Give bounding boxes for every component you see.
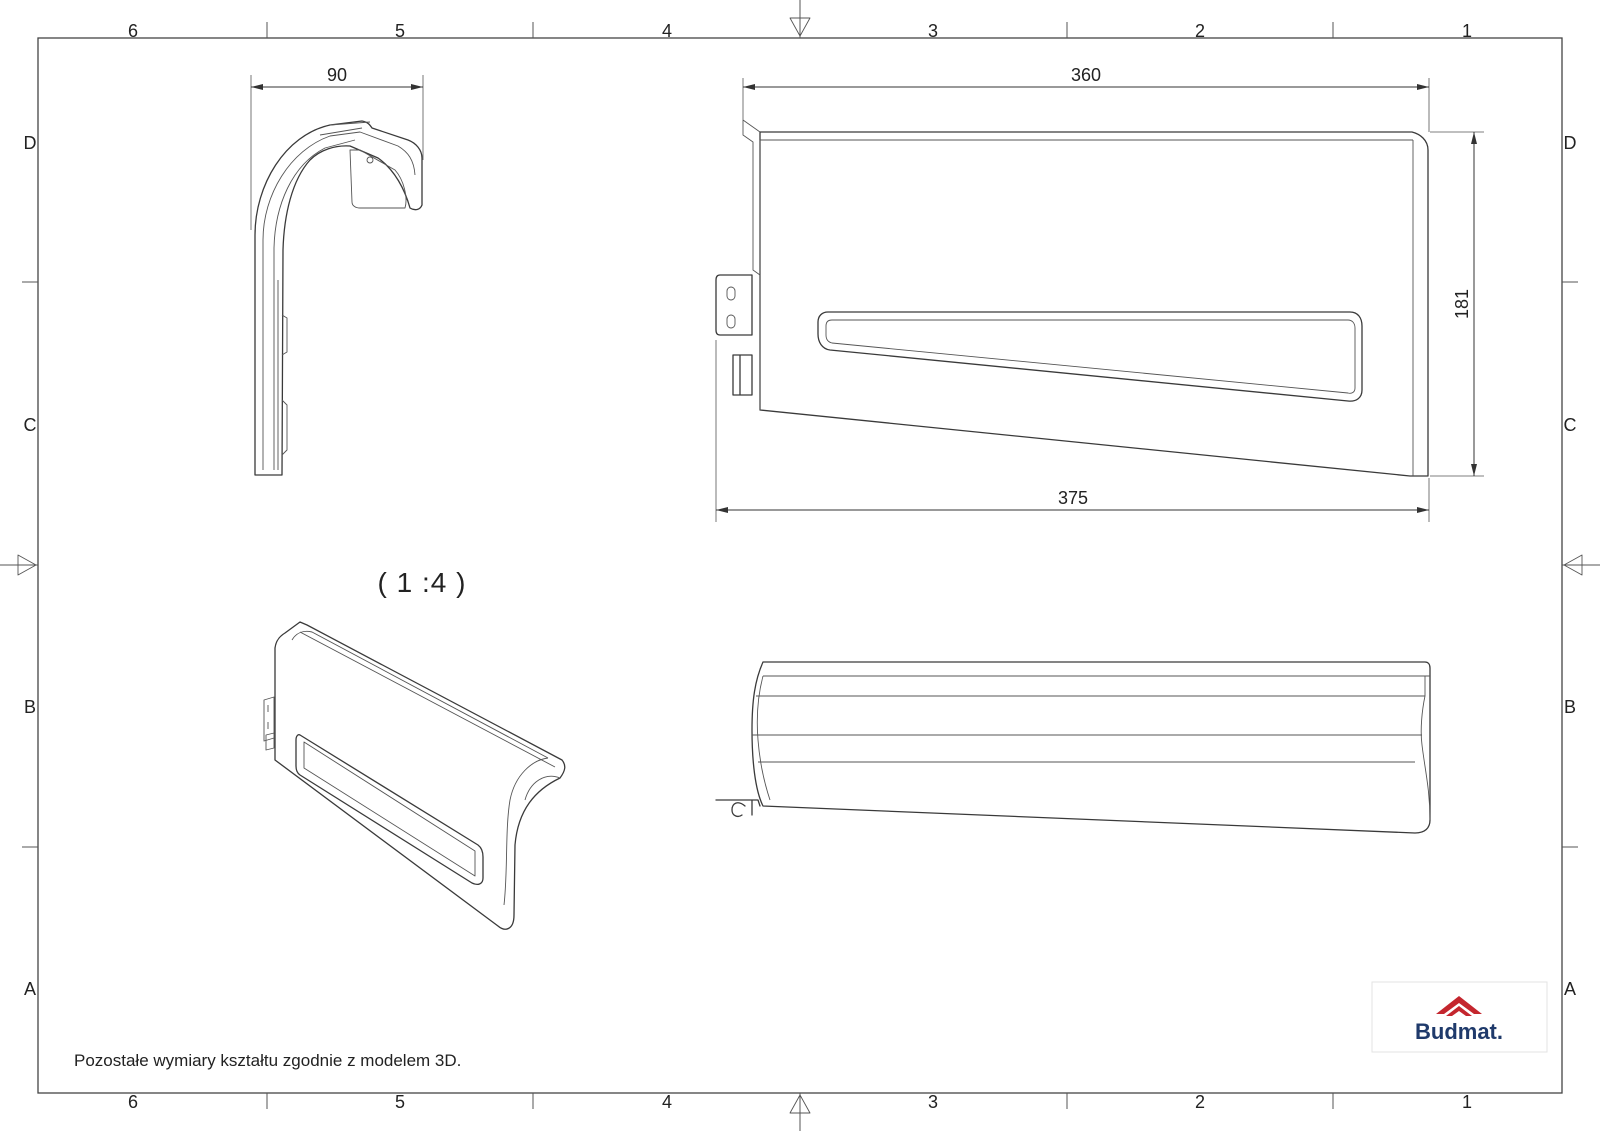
iso-outer-body <box>274 621 566 930</box>
row-label: D <box>24 133 37 153</box>
front-view-flange <box>742 119 761 410</box>
dimension-width-90: 90 <box>250 65 424 230</box>
top-view-left-curve <box>756 675 771 801</box>
col-label: 2 <box>1195 21 1205 41</box>
front-view <box>715 119 1429 477</box>
iso-curved-end <box>503 757 561 906</box>
col-label: 3 <box>928 21 938 41</box>
center-marker-right <box>1562 554 1600 576</box>
row-label: B <box>1564 697 1576 717</box>
row-label: A <box>24 979 36 999</box>
col-label: 1 <box>1462 1092 1472 1112</box>
dimension-length-360: 360 <box>742 65 1430 132</box>
scale-label: ( 1 :4 ) <box>378 567 467 598</box>
dimension-height-181: 181 <box>1430 131 1484 477</box>
dimension-label: 360 <box>1071 65 1101 85</box>
isometric-view <box>263 621 566 930</box>
front-view-slot-1 <box>726 286 736 301</box>
row-labels-right: D C B A <box>1564 133 1577 999</box>
logo-box <box>1371 981 1548 1053</box>
logo-text: Budmat. <box>1415 1019 1503 1044</box>
row-label: C <box>1564 415 1577 435</box>
front-view-slot-2 <box>726 314 736 329</box>
top-view <box>715 661 1431 834</box>
front-view-outline <box>759 131 1429 477</box>
dimension-label: 181 <box>1452 289 1472 319</box>
top-view-hook <box>715 799 761 817</box>
note-text: Pozostałe wymiary kształtu zgodnie z mod… <box>74 1051 461 1070</box>
center-marker-top <box>789 0 811 38</box>
col-label: 5 <box>395 21 405 41</box>
triangle-left-icon <box>1563 554 1583 576</box>
side-view-inner-profile <box>262 131 416 470</box>
col-label: 6 <box>128 1092 138 1112</box>
iso-recess <box>295 734 484 885</box>
row-labels-left: D C B A <box>24 133 37 999</box>
front-view-recess-inner <box>825 319 1356 394</box>
row-label: B <box>24 697 36 717</box>
iso-bracket <box>263 696 275 751</box>
side-view-clip <box>277 280 288 470</box>
top-view-outline <box>751 661 1431 834</box>
col-label: 3 <box>928 1092 938 1112</box>
col-label: 4 <box>662 21 672 41</box>
dimension-length-375: 375 <box>715 340 1430 522</box>
col-label: 2 <box>1195 1092 1205 1112</box>
col-label: 5 <box>395 1092 405 1112</box>
column-labels-top: 6 5 4 3 2 1 <box>128 21 1472 41</box>
dimension-label: 375 <box>1058 488 1088 508</box>
front-view-recess-outer <box>817 311 1363 402</box>
center-marker-bottom <box>789 1093 811 1131</box>
roof-logo-icon <box>1436 996 1482 1016</box>
triangle-up-icon <box>789 1094 811 1114</box>
column-labels-bottom: 6 5 4 3 2 1 <box>128 1092 1472 1112</box>
company-logo: Budmat. <box>1371 981 1548 1053</box>
col-label: 1 <box>1462 21 1472 41</box>
iso-recess-inner <box>303 741 476 877</box>
iso-top-ridge <box>291 630 556 768</box>
side-view <box>254 120 423 476</box>
col-label: 4 <box>662 1092 672 1112</box>
front-view-tab <box>732 354 753 396</box>
side-view-pocket <box>349 149 407 209</box>
center-marker-left <box>0 554 38 576</box>
row-label: D <box>1564 133 1577 153</box>
frame-border <box>37 37 1563 1094</box>
side-view-inner-shell <box>273 139 356 470</box>
row-label: A <box>1564 979 1576 999</box>
dimension-label: 90 <box>327 65 347 85</box>
row-label: C <box>24 415 37 435</box>
side-view-hole <box>366 156 374 164</box>
triangle-right-icon <box>17 554 37 576</box>
col-label: 6 <box>128 21 138 41</box>
top-view-right-end <box>1420 676 1431 821</box>
side-view-top-edge <box>319 121 371 136</box>
front-view-bracket <box>715 274 753 336</box>
triangle-down-icon <box>789 17 811 37</box>
side-view-outer-profile <box>254 120 423 476</box>
